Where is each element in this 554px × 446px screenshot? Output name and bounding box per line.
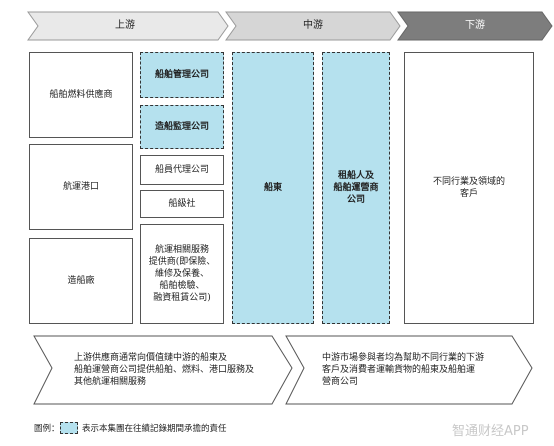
ship-management-box: 船舶管理公司: [140, 52, 224, 98]
shipyard-box: 造船廠: [29, 238, 133, 324]
bottom-left-arrow: [33, 335, 293, 405]
related-services-box: 航運相關服務 提供商(即保險、 維修及保養、 船舶檢驗、 融資租賃公司): [140, 224, 224, 324]
crew-agency-box: 船員代理公司: [140, 155, 224, 185]
classification-box: 船級社: [140, 190, 224, 218]
downstream-label: 下游: [465, 20, 485, 31]
charterer-box: 租船人及 船舶運營商 公司: [322, 52, 390, 324]
legend-text: 表示本集團在往績記錄期間承擔的責任: [82, 424, 227, 434]
upstream-chevron: [27, 11, 229, 41]
midstream-label: 中游: [303, 20, 323, 31]
ship-supervision-box: 造船監理公司: [140, 105, 224, 149]
legend-label: 圖例：: [34, 424, 60, 434]
bottom-left-text: 上游供應商通常向價值鏈中游的船東及 船舶運營商公司提供船舶、燃料、港口服務及 其…: [74, 353, 255, 387]
bottom-right-arrow: [285, 335, 533, 405]
downstream-chevron: [397, 11, 553, 41]
midstream-chevron: [225, 11, 401, 41]
shipowner-box: 船東: [232, 52, 314, 324]
bottom-right-text: 中游市場參與者均為幫助不同行業的下游 客戶及消費者運輸貨物的船東及船舶運 營商公…: [322, 353, 485, 387]
fuel-supplier-box: 船舶燃料供應商: [29, 52, 133, 138]
watermark: 智通财经APP: [452, 424, 529, 439]
customers-box: 不同行業及領域的 客戶: [404, 52, 534, 324]
legend-swatch: [60, 422, 78, 434]
upstream-label: 上游: [115, 20, 135, 31]
port-box: 航運港口: [29, 144, 133, 230]
